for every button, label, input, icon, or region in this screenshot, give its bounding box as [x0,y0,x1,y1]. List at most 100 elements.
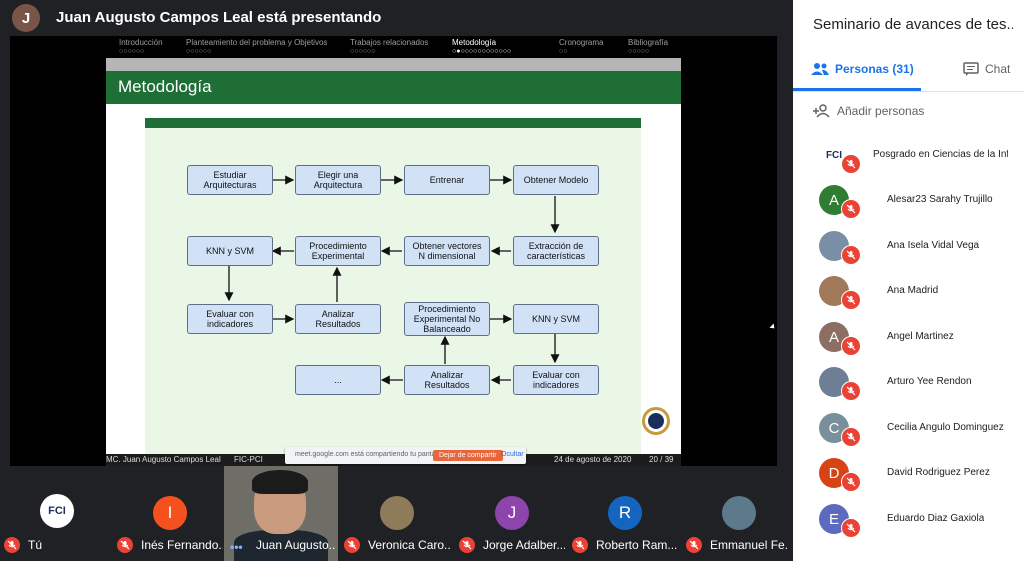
presenter-video [234,530,328,561]
tab-people-label: Personas (31) [835,62,914,76]
footer-institution: FIC-PCI [234,455,263,464]
participant-tile[interactable]: I Inés Fernando... [113,470,226,561]
presenter-hair [252,470,308,494]
box-knn-svm-2: KNN y SVM [513,304,599,334]
mic-off-icon [841,154,861,174]
box-ellipsis: ... [295,365,381,395]
mic-off-icon [841,472,861,492]
participant-name: Veronica Caro... [368,538,450,552]
chat-icon [963,62,979,76]
diagram-top-band [145,118,641,128]
footer-page: 20 / 39 [649,455,674,464]
presenter-video-tile[interactable]: ••• Juan Augusto... [224,466,338,561]
nav-section-introduccion: Introducción [119,38,163,47]
box-analizar-resultados-1: Analizar Resultados [295,304,381,334]
participant-name: Angel Martinez [887,331,954,342]
participant-list-item[interactable]: D David Rodriguez Perez [793,451,1024,496]
participant-list-item[interactable]: C Cecilia Angulo Dominguez [793,406,1024,451]
meeting-title: Seminario de avances de tes... [813,16,1013,33]
participant-list-item[interactable]: Ana Madrid [793,269,1024,314]
participant-tile[interactable]: FCI Tú [0,470,113,561]
participant-name: Ana Isela Vidal Vega [887,240,980,251]
participant-name: Ana Madrid [887,285,939,296]
participant-name: Eduardo Diaz Gaxiola [887,513,985,524]
mic-off-icon [841,199,861,219]
box-evaluar-indicadores-2: Evaluar con indicadores [513,365,599,395]
box-knn-svm-1: KNN y SVM [187,236,273,266]
hide-notice-button[interactable]: Ocultar [501,451,524,458]
participant-name: Emmanuel Fe... [710,538,788,552]
participant-list-item[interactable]: FCI Posgrado en Ciencias de la Inf... [793,133,1024,178]
participant-avatar: FCI [40,494,74,528]
nav-section-cronograma: Cronograma [559,38,604,47]
slide-top-bar [106,58,681,71]
side-panel: Seminario de avances de tes... Personas … [793,0,1024,561]
participant-avatar: I [153,496,187,530]
box-obtener-modelo: Obtener Modelo [513,165,599,195]
tab-chat-label: Chat [985,62,1011,76]
people-icon [811,63,829,75]
diagram-arrows [224,175,560,385]
share-notice-text: meet.google.com está compartiendo tu pan… [295,451,445,458]
tab-people[interactable]: Personas (31) [811,62,914,76]
tab-chat[interactable]: Chat [963,62,1010,76]
add-person-icon [813,104,830,118]
box-extraccion-caracteristicas: Extracción de características [513,236,599,266]
mic-off-icon [841,245,861,265]
footer-author: MC. Juan Augusto Campos Leal [106,455,221,464]
nav-section-trabajos: Trabajos relacionados [350,38,429,47]
box-estudiar-arquitecturas: Estudiar Arquitecturas [187,165,273,195]
participant-name: David Rodriguez Perez [887,467,990,478]
slide-header [106,71,681,104]
nav-dots: ○○○○○○ [186,48,212,55]
participant-name: Tú [28,538,43,552]
mic-off-icon [841,381,861,401]
nav-section-planteamiento: Planteamiento del problema y Objetivos [186,38,328,47]
participant-avatar: J [495,496,529,530]
logo-emblem [648,413,664,429]
participant-photo [380,496,414,530]
participant-list-item[interactable]: A Alesar23 Sarahy Trujillo [793,178,1024,223]
participant-name: Juan Augusto... [256,538,336,552]
mic-off-icon [117,537,133,553]
mic-off-icon [841,518,861,538]
participant-tile[interactable]: J Jorge Adalber... [455,470,568,561]
participant-list-item[interactable]: Ana Isela Vidal Vega [793,224,1024,269]
participant-tile[interactable]: R Roberto Ram... [568,470,681,561]
mic-off-icon [572,537,588,553]
box-evaluar-indicadores-1: Evaluar con indicadores [187,304,273,334]
nav-dots: ○○○○○○ [119,48,145,55]
active-tab-indicator [793,88,921,91]
stop-sharing-button[interactable]: Dejar de compartir [433,450,503,461]
participant-name: Posgrado en Ciencias de la Inf... [873,149,1008,160]
box-analizar-resultados-2: Analizar Resultados [404,365,490,395]
participant-name: Arturo Yee Rendon [887,376,972,387]
mic-off-icon [841,336,861,356]
participant-name: Alesar23 Sarahy Trujillo [887,194,993,205]
participant-avatar: R [608,496,642,530]
participant-strip: FCI Tú I Inés Fernando... Veronica Caro.… [0,470,793,561]
nav-dots: ○○○○○ [628,48,650,55]
tab-divider [793,91,1024,92]
participant-name: Roberto Ram... [596,538,678,552]
nav-section-bibliografia: Bibliografía [628,38,669,47]
participant-name: Jorge Adalber... [483,538,565,552]
participant-list-item[interactable]: E Eduardo Diaz Gaxiola [793,497,1024,542]
nav-dots: ○○○○○○ [350,48,376,55]
mic-off-icon [841,290,861,310]
participant-tile[interactable]: Veronica Caro... [340,470,453,561]
participant-list-item[interactable]: Arturo Yee Rendon [793,360,1024,405]
participant-list-item[interactable]: A Angel Martinez [793,315,1024,360]
participant-tile[interactable]: Emmanuel Fe... [682,470,795,561]
participant-name: Cecilia Angulo Dominguez [887,422,1004,433]
nav-dots: ○○ [559,48,568,55]
box-obtener-vectores: Obtener vectores N dimensional [404,236,490,266]
add-people-button[interactable]: Añadir personas [813,104,924,118]
box-elegir-arquitectura: Elegir una Arquitectura [295,165,381,195]
university-logo [642,407,670,435]
presenting-title: Juan Augusto Campos Leal está presentand… [56,9,382,26]
mic-off-icon [344,537,360,553]
mic-off-icon [4,537,20,553]
methodology-diagram: Estudiar Arquitecturas Elegir una Arquit… [145,118,641,454]
nav-section-metodologia: Metodología [452,38,497,47]
